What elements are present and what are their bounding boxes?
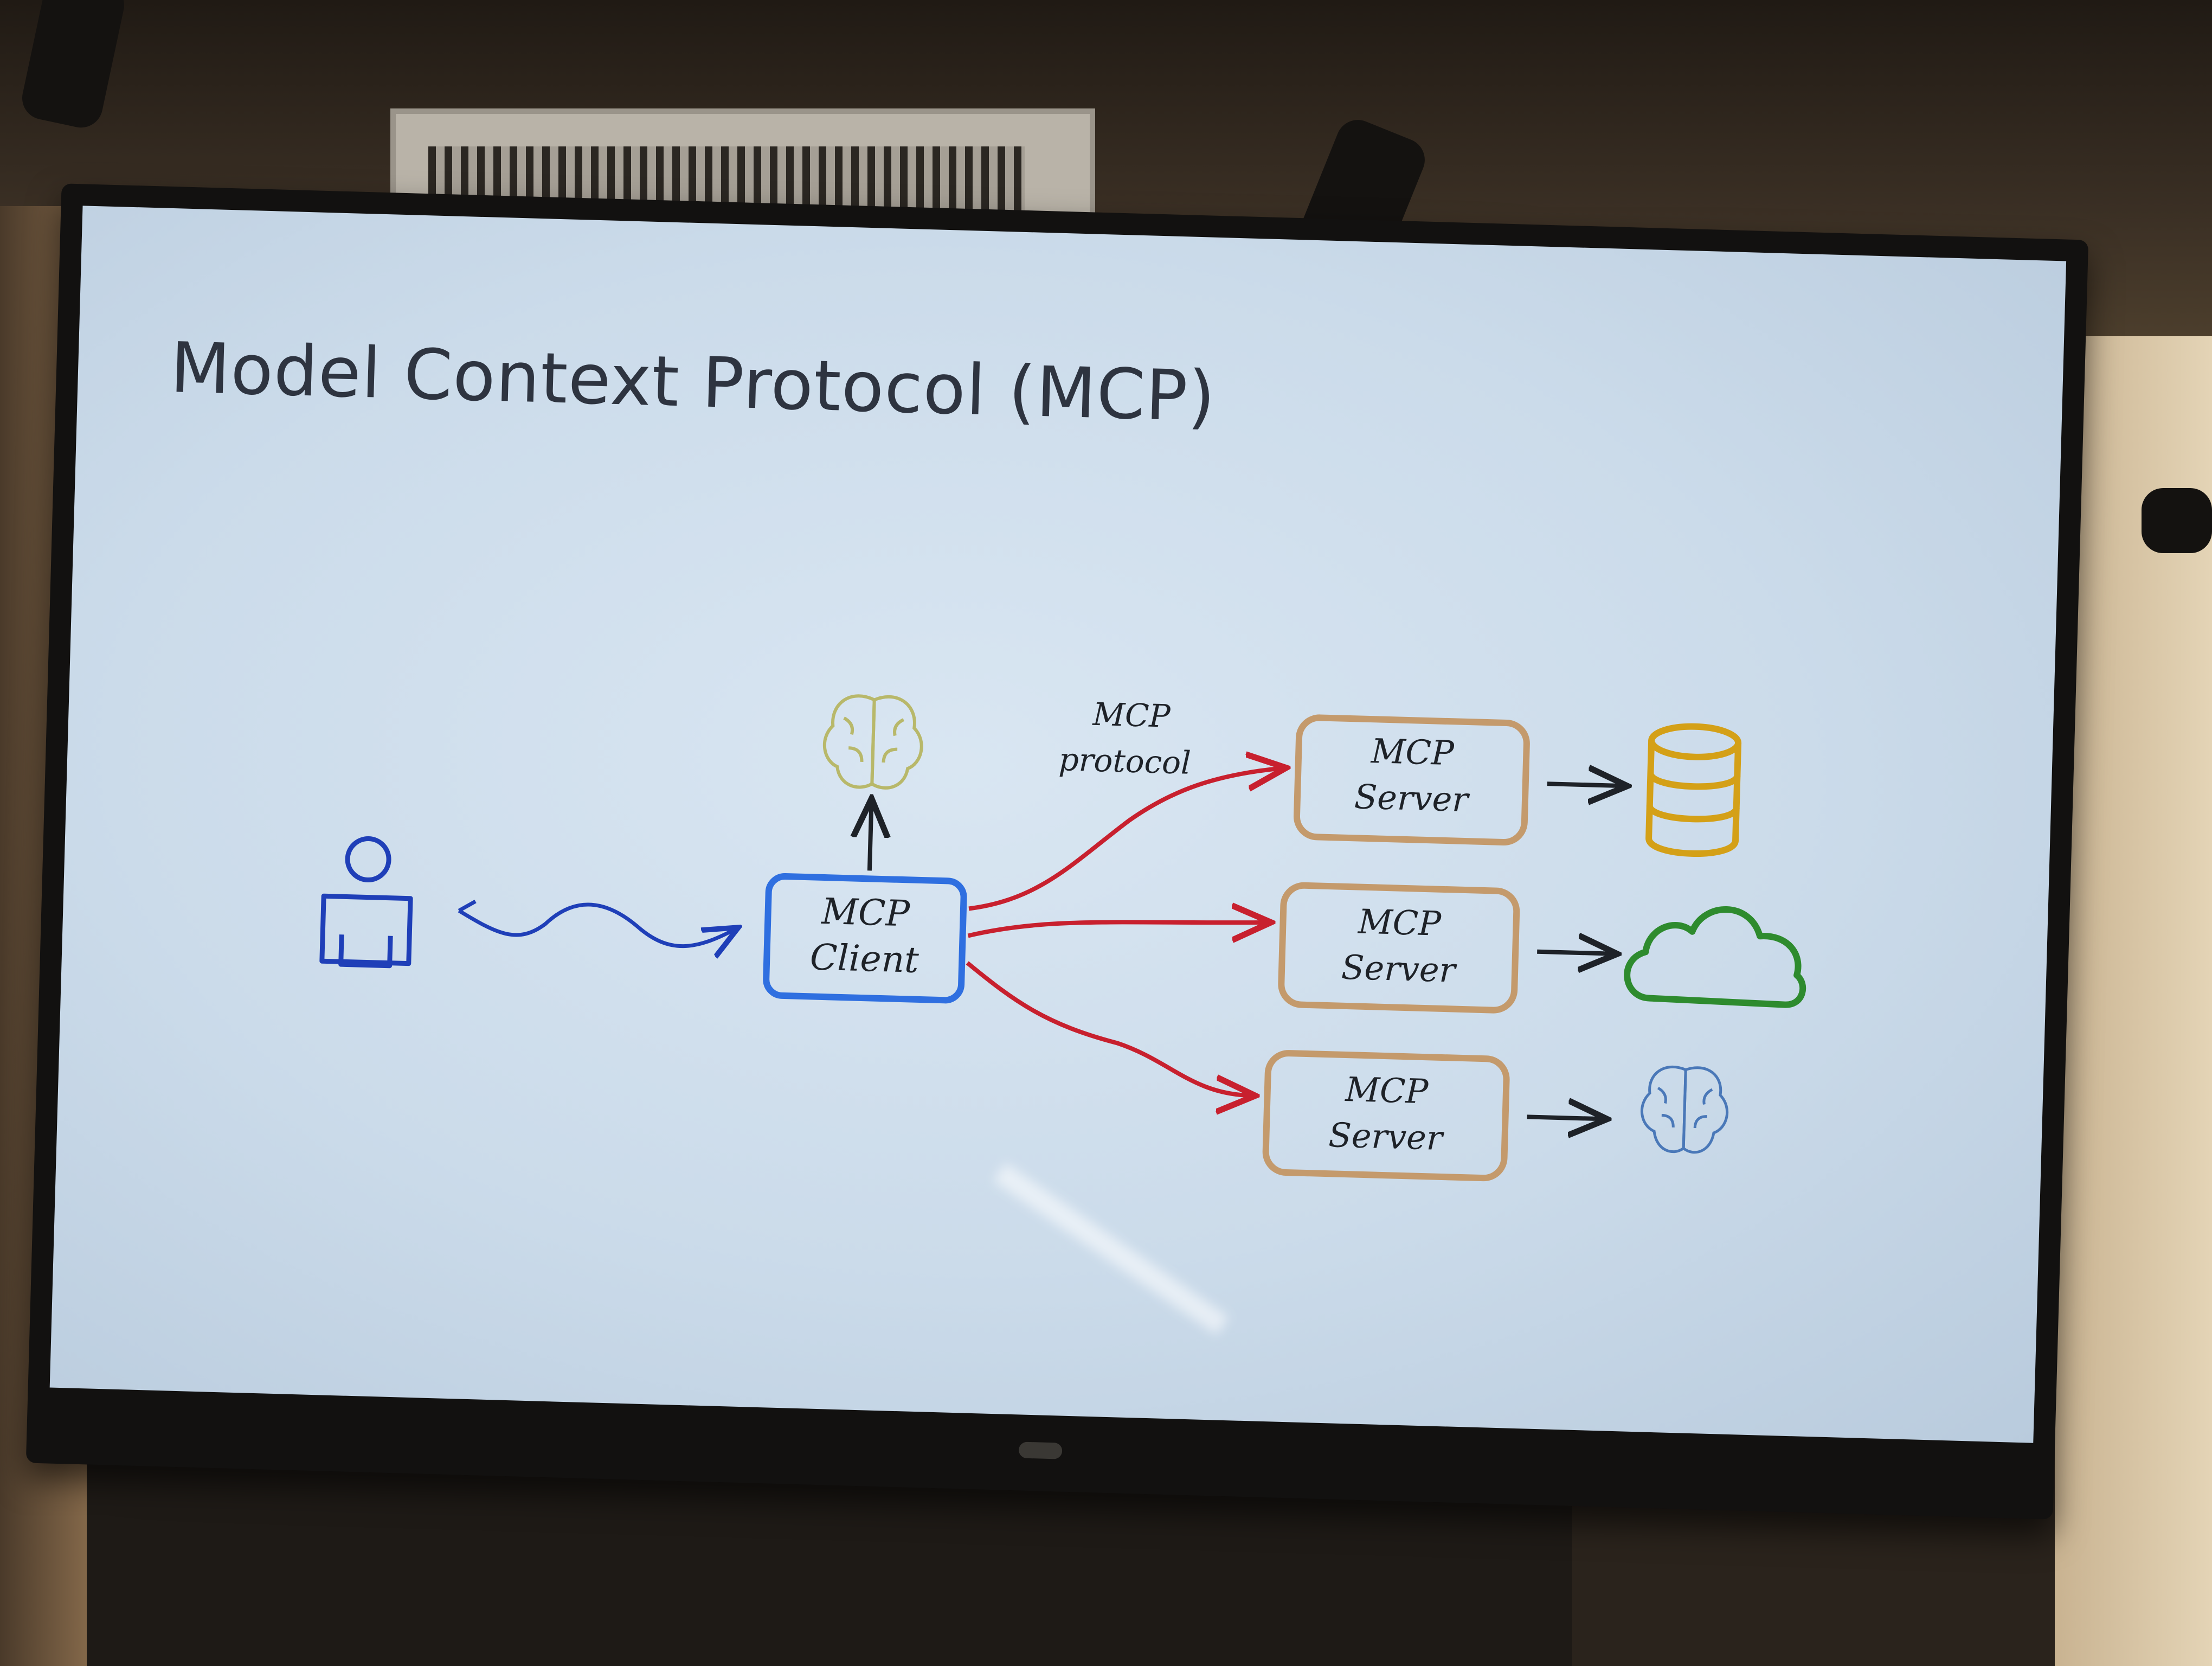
client-to-model-arrow xyxy=(870,803,871,871)
tv-brand-logo xyxy=(1018,1441,1063,1459)
server-label-line1: MCP xyxy=(1370,731,1455,773)
mcp-server-box xyxy=(1278,882,1520,1014)
presentation-slide: Model Context Protocol (MCP) xyxy=(49,206,2067,1443)
server-to-resource-arrow xyxy=(1547,784,1623,786)
database-icon xyxy=(1645,723,1742,857)
brain-icon xyxy=(1640,1066,1729,1154)
server-label-line2: Server xyxy=(1354,777,1470,819)
server-label-line2: Server xyxy=(1328,1115,1444,1158)
wave-start-tick xyxy=(458,900,477,913)
mcp-server-box xyxy=(1262,1050,1510,1182)
mcp-diagram: MCP Client MCP protocol MCP Server xyxy=(319,694,1806,1182)
ceiling-light-right xyxy=(2142,488,2212,553)
mcp-client-box xyxy=(763,873,967,1004)
client-label-line1: MCP xyxy=(820,890,911,935)
protocol-arrow-2 xyxy=(967,914,1267,944)
protocol-label-line1: MCP xyxy=(1092,696,1172,735)
server-label-line1: MCP xyxy=(1345,1069,1430,1111)
user-to-client-wave xyxy=(458,902,736,947)
protocol-arrow-3 xyxy=(966,961,1255,1095)
right-wall xyxy=(2055,336,2212,1666)
person-icon xyxy=(319,836,413,969)
brain-icon xyxy=(822,694,923,790)
client-label-line2: Client xyxy=(809,936,919,981)
server-to-resource-arrow xyxy=(1527,1117,1603,1119)
server-label-line2: Server xyxy=(1341,947,1457,990)
server-label-line1: MCP xyxy=(1357,902,1442,944)
mcp-server-box xyxy=(1293,714,1530,845)
tv-monitor: Model Context Protocol (MCP) xyxy=(25,183,2089,1520)
cloud-icon xyxy=(1624,906,1806,1008)
server-to-resource-arrow xyxy=(1537,952,1613,954)
protocol-label-line2: protocol xyxy=(1058,741,1192,781)
protocol-arrow-1 xyxy=(968,760,1282,911)
